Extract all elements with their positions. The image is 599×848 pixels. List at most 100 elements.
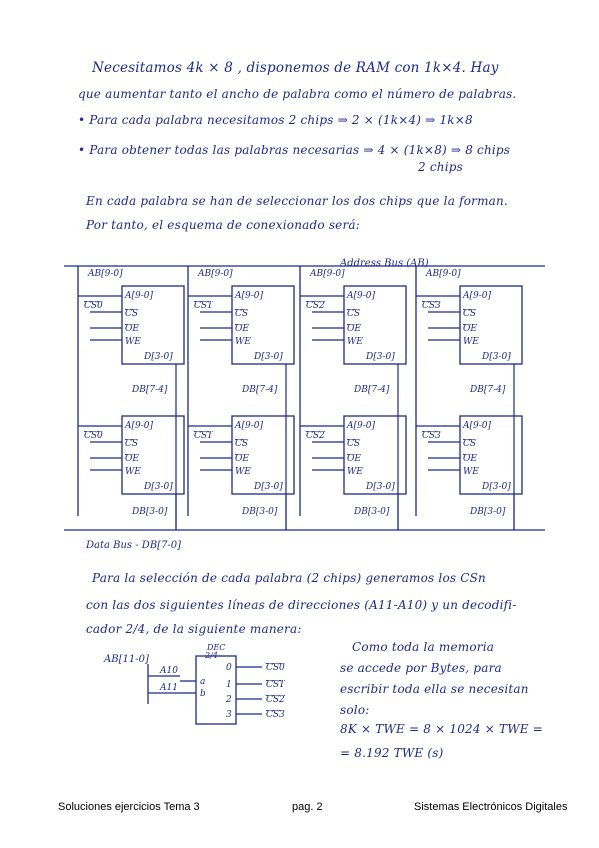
chip-oe-pin: OE <box>463 324 477 334</box>
chip-we-pin: WE <box>347 337 363 347</box>
address-tap-label: AB[9-0] <box>425 269 461 279</box>
footer-right: Sistemas Electrónicos Digitales <box>414 801 568 813</box>
data-bus-label: Data Bus - DB[7-0] <box>85 540 181 551</box>
chip-cs-pin: CS <box>125 309 138 319</box>
footer-left: Soluciones ejercicios Tema 3 <box>58 801 200 813</box>
intro-line-1: Necesitamos 4k × 8 , disponemos de RAM c… <box>92 60 499 76</box>
address-tap-label: AB[9-0] <box>197 269 233 279</box>
decoder-name: DEC <box>206 643 225 652</box>
chip-select-input: CS2 <box>306 301 325 311</box>
upper-data-bus-label: DB[7-4] <box>241 385 278 395</box>
decoder-bus-label: AB[11-0] <box>103 654 149 665</box>
note-line-1: Como toda la memoria <box>352 640 495 654</box>
chip-we-pin: WE <box>463 337 479 347</box>
selection-line-1: Para la selección de cada palabra (2 chi… <box>92 571 486 585</box>
chip-oe-pin: OE <box>347 324 361 334</box>
footer-center: pag. 2 <box>292 801 323 813</box>
lower-data-bus-label: DB[3-0] <box>469 507 506 517</box>
chip-data-pin: D[3-0] <box>365 482 395 492</box>
bullet-2: • Para obtener todas las palabras necesa… <box>78 143 510 157</box>
bullet-1: • Para cada palabra necesitamos 2 chips … <box>78 113 473 127</box>
chip-data-pin: D[3-0] <box>481 352 511 362</box>
chip-data-pin: D[3-0] <box>253 352 283 362</box>
chip-oe-pin: OE <box>125 454 139 464</box>
address-bus-label: Address Bus (AB) <box>339 258 429 269</box>
ram-chip-bottom-1: CS1 A[9-0] CS OE WED[3-0] <box>188 415 295 530</box>
decoder-pin-a: a <box>200 677 205 687</box>
chip-oe-pin: OE <box>125 324 139 334</box>
note-eq-1: 8K × TWE = 8 × 1024 × TWE = <box>340 722 543 736</box>
chip-select-input: CS0 <box>84 431 103 441</box>
note-line-4: solo: <box>340 703 370 717</box>
chip-data-pin: D[3-0] <box>143 352 173 362</box>
intro-line-3: En cada palabra se han de seleccionar lo… <box>86 194 508 208</box>
decoder-pin-3: 3 <box>226 710 232 720</box>
bullet-dot-icon: • <box>78 143 90 157</box>
decoder-input-a11: A11 <box>159 683 178 693</box>
upper-data-bus-label: DB[7-4] <box>353 385 390 395</box>
chip-cs-pin: CS <box>235 439 248 449</box>
bullet-2-note: 2 chips <box>418 160 463 174</box>
chip-we-pin: WE <box>347 467 363 477</box>
lower-data-bus-label: DB[3-0] <box>241 507 278 517</box>
decoder-out-cs2: CS2 <box>266 695 285 705</box>
chip-we-pin: WE <box>235 337 251 347</box>
decoder-out-cs1: CS1 <box>266 680 285 690</box>
chip-oe-pin: OE <box>347 454 361 464</box>
chip-oe-pin: OE <box>235 324 249 334</box>
decoder-out-cs0: CS0 <box>266 663 285 673</box>
chip-select-input: CS3 <box>422 301 441 311</box>
chip-select-input: CS2 <box>306 431 325 441</box>
chip-cs-pin: CS <box>235 309 248 319</box>
chip-data-pin: D[3-0] <box>365 352 395 362</box>
chip-data-pin: D[3-0] <box>481 482 511 492</box>
selection-line-2: con las dos siguientes líneas de direcci… <box>86 598 517 612</box>
chip-address-pin: A[9-0] <box>346 421 376 431</box>
lower-data-bus-label: DB[3-0] <box>131 507 168 517</box>
bullet-dot-icon: • <box>78 113 90 127</box>
chip-address-pin: A[9-0] <box>234 291 264 301</box>
address-tap-label: AB[9-0] <box>87 269 123 279</box>
intro-line-4: Por tanto, el esquema de conexionado ser… <box>86 218 361 232</box>
decoder-out-cs3: CS3 <box>266 710 285 720</box>
upper-data-bus-label: DB[7-4] <box>469 385 506 395</box>
chip-we-pin: WE <box>235 467 251 477</box>
note-line-3: escribir toda ella se necesitan <box>340 682 529 696</box>
chip-cs-pin: CS <box>463 439 476 449</box>
chip-address-pin: A[9-0] <box>124 421 154 431</box>
decoder-pin-0: 0 <box>226 663 232 673</box>
chip-we-pin: WE <box>125 467 141 477</box>
chip-address-pin: A[9-0] <box>124 291 154 301</box>
bullet-2-text: Para obtener todas las palabras necesari… <box>89 143 511 157</box>
memory-schematic: Address Bus (AB) Data Bus - DB[7-0] AB[9… <box>64 258 545 551</box>
decoder-pin-b: b <box>200 689 206 699</box>
address-tap-label: AB[9-0] <box>309 269 345 279</box>
chip-address-pin: A[9-0] <box>462 291 492 301</box>
intro-line-2: que aumentar tanto el ancho de palabra c… <box>78 87 517 101</box>
chip-cs-pin: CS <box>347 309 360 319</box>
chip-address-pin: A[9-0] <box>234 421 264 431</box>
chip-cs-pin: CS <box>125 439 138 449</box>
decoder-pin-1: 1 <box>226 680 232 690</box>
chip-cs-pin: CS <box>347 439 360 449</box>
selection-line-3: cador 2/4, de la siguiente manera: <box>86 622 302 636</box>
chip-select-input: CS0 <box>84 301 103 311</box>
chip-we-pin: WE <box>463 467 479 477</box>
chip-select-input: CS1 <box>194 431 213 441</box>
decoder-pin-2: 2 <box>225 695 232 705</box>
upper-data-bus-label: DB[7-4] <box>131 385 168 395</box>
ram-chip-bottom-2: CS2 A[9-0] CS OE WED[3-0] <box>300 415 407 530</box>
decoder-input-a10: A10 <box>159 666 178 676</box>
chip-address-pin: A[9-0] <box>462 421 492 431</box>
chip-we-pin: WE <box>125 337 141 347</box>
chip-data-pin: D[3-0] <box>253 482 283 492</box>
chip-cs-pin: CS <box>463 309 476 319</box>
chip-oe-pin: OE <box>235 454 249 464</box>
